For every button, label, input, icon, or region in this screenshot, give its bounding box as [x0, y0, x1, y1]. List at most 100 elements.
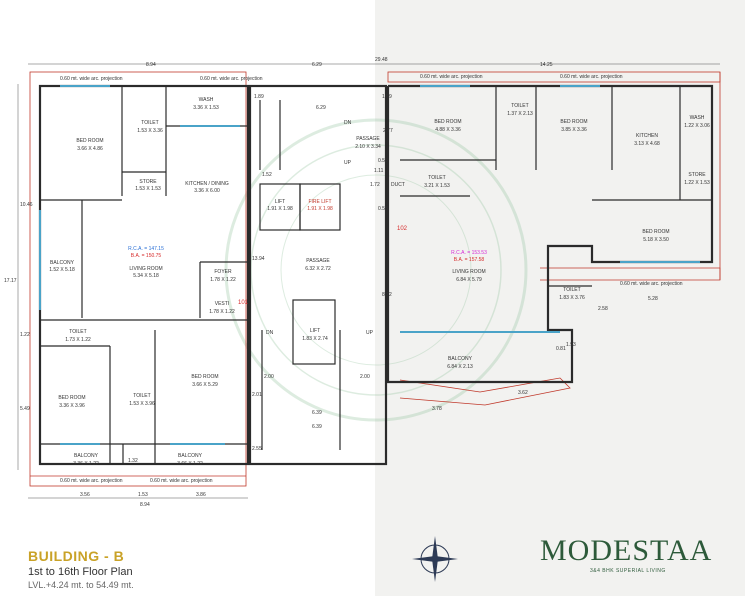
dim-top-left: 8.94	[146, 62, 156, 68]
floor-plan-title: 1st to 16th Floor Plan	[28, 566, 133, 578]
misc-labels: DUCT DN UP DN UP 0.60 mt. wide arc. proj…	[60, 74, 683, 484]
dim-172: 1.72	[370, 182, 380, 188]
bed6-size: 5.18 X 3.50	[643, 237, 669, 243]
bed1-size: 3.66 X 4.86	[77, 146, 103, 152]
dim-132: 1.32	[128, 458, 138, 464]
dim-356: 3.56	[80, 492, 90, 498]
dim-258: 2.58	[598, 306, 608, 312]
bed6-name: BED ROOM	[642, 229, 669, 235]
dn-label-1: DN	[344, 120, 352, 126]
right-half-background	[375, 0, 745, 596]
wash1-name: WASH	[199, 97, 214, 103]
right-unit-walls	[386, 84, 714, 384]
dim-1394: 13.94	[252, 256, 265, 262]
kitchen1-name: KITCHEN / DINING	[185, 181, 229, 187]
dim-362: 3.62	[518, 390, 528, 396]
living1-size: 5.34 X 5.18	[133, 273, 159, 279]
foyer1-name: FOYER	[214, 269, 232, 275]
dim-189a: 1.89	[254, 94, 264, 100]
bed2-size: 3.36 X 3.96	[59, 403, 85, 409]
toilet2-size: 1.73 X 1.22	[65, 337, 91, 343]
dim-639a: 6.39	[312, 410, 322, 416]
dim-200b: 2.00	[360, 374, 370, 380]
dim-122: 1.22	[20, 332, 30, 338]
room-labels: BED ROOM 3.66 X 4.86 TOILET 1.53 X 3.36 …	[49, 97, 710, 467]
lift2-size: 1.83 X 2.74	[302, 336, 328, 342]
projection-outline	[29, 71, 721, 487]
core-walls	[248, 84, 388, 466]
kitchen1-size: 3.36 X 6.00	[194, 188, 220, 194]
balcony2-name: BALCONY	[74, 453, 99, 459]
toilet3-size: 1.53 X 3.96	[129, 401, 155, 407]
dim-201: 2.01	[252, 392, 262, 398]
lift1-size: 1.91 X 1.98	[267, 206, 293, 212]
projection-label-2: 0.60 mt. wide arc. projection	[200, 76, 263, 82]
dim-255: 2.55	[252, 446, 262, 452]
dim-378: 3.78	[432, 406, 442, 412]
dim-1046: 10.46	[20, 202, 33, 208]
wash2-name: WASH	[690, 115, 705, 121]
unit101-rca: R.C.A. = 147.15	[128, 246, 164, 252]
toilet5-name: TOILET	[428, 175, 445, 181]
dim-055b: 0.55	[378, 206, 388, 212]
firelift-name: FIRE LIFT	[308, 199, 331, 205]
level-range: LVL.+4.24 mt. to 54.49 mt.	[28, 580, 134, 590]
unit101-ba: B.A. = 150.75	[131, 253, 162, 259]
dim-894: 8.94	[140, 502, 150, 508]
dim-639b: 6.39	[312, 424, 322, 430]
unit101-number: 101	[238, 300, 249, 306]
projection-label-4: 0.60 mt. wide arc. projection	[560, 74, 623, 80]
toilet1-size: 1.53 X 3.36	[137, 128, 163, 134]
dim-top-mid: 6.29	[312, 62, 322, 68]
toilet5-size: 3.21 X 1.53	[424, 183, 450, 189]
dim-153: 1.53	[138, 492, 148, 498]
projection-label-3: 0.60 mt. wide arc. projection	[420, 74, 483, 80]
dim-528: 5.28	[648, 296, 658, 302]
bed1-name: BED ROOM	[76, 138, 103, 144]
kitchen2-size: 3.13 X 4.68	[634, 141, 660, 147]
projection-label-5: 0.60 mt. wide arc. projection	[60, 478, 123, 484]
compass-icon	[412, 536, 458, 582]
lift2-name: LIFT	[310, 328, 320, 334]
balcony4-size: 6.84 X 2.13	[447, 364, 473, 370]
dim-629: 6.29	[316, 105, 326, 111]
dim-111: 1.11	[374, 168, 384, 174]
windows	[39, 85, 700, 445]
dim-386: 3.86	[196, 492, 206, 498]
bed2-name: BED ROOM	[58, 395, 85, 401]
bed5-size: 3.85 X 3.36	[561, 127, 587, 133]
unit102-ba: B.A. = 157.58	[454, 257, 485, 263]
toilet2-name: TOILET	[69, 329, 86, 335]
toilet4-size: 1.37 X 2.13	[507, 111, 533, 117]
dim-055a: 0.55	[378, 158, 388, 164]
dim-200a: 2.00	[264, 374, 274, 380]
unit102-rca: R.C.A. = 153.53	[451, 250, 487, 256]
projection-label-1: 0.60 mt. wide arc. projection	[60, 76, 123, 82]
balcony4-name: BALCONY	[448, 356, 473, 362]
dim-top-right: 14.25	[540, 62, 553, 68]
wash2-size: 1.22 X 3.06	[684, 123, 710, 129]
vesti1-name: VESTI	[215, 301, 229, 307]
balcony3-name: BALCONY	[178, 453, 203, 459]
dim-081: 0.81	[556, 346, 566, 352]
up-label-1: UP	[344, 160, 352, 166]
balcony2-size: 3.36 X 1.22	[73, 461, 99, 467]
toilet1-name: TOILET	[141, 120, 158, 126]
bed4-name: BED ROOM	[434, 119, 461, 125]
store2-name: STORE	[688, 172, 706, 178]
bed4-size: 4.88 X 3.36	[435, 127, 461, 133]
dim-277: 2.77	[383, 128, 393, 134]
balcony1-size: 1.52 X 5.18	[49, 267, 75, 273]
dim-189b: 1.89	[382, 94, 392, 100]
area-labels: R.C.A. = 147.15 B.A. = 150.75 101 R.C.A.…	[128, 226, 487, 306]
toilet3-name: TOILET	[133, 393, 150, 399]
brand-name: MODESTAA	[540, 534, 713, 567]
unit102-number: 102	[397, 226, 408, 232]
firelift-size: 1.91 X 1.98	[307, 206, 333, 212]
up-label-2: UP	[366, 330, 374, 336]
brand-logo: MODESTAA 3&4 BHK SUPERIAL LIVING	[540, 534, 720, 574]
bed5-name: BED ROOM	[560, 119, 587, 125]
dn-label-2: DN	[266, 330, 274, 336]
dim-top-total: 29.48	[375, 57, 388, 63]
kitchen2-name: KITCHEN	[636, 133, 658, 139]
